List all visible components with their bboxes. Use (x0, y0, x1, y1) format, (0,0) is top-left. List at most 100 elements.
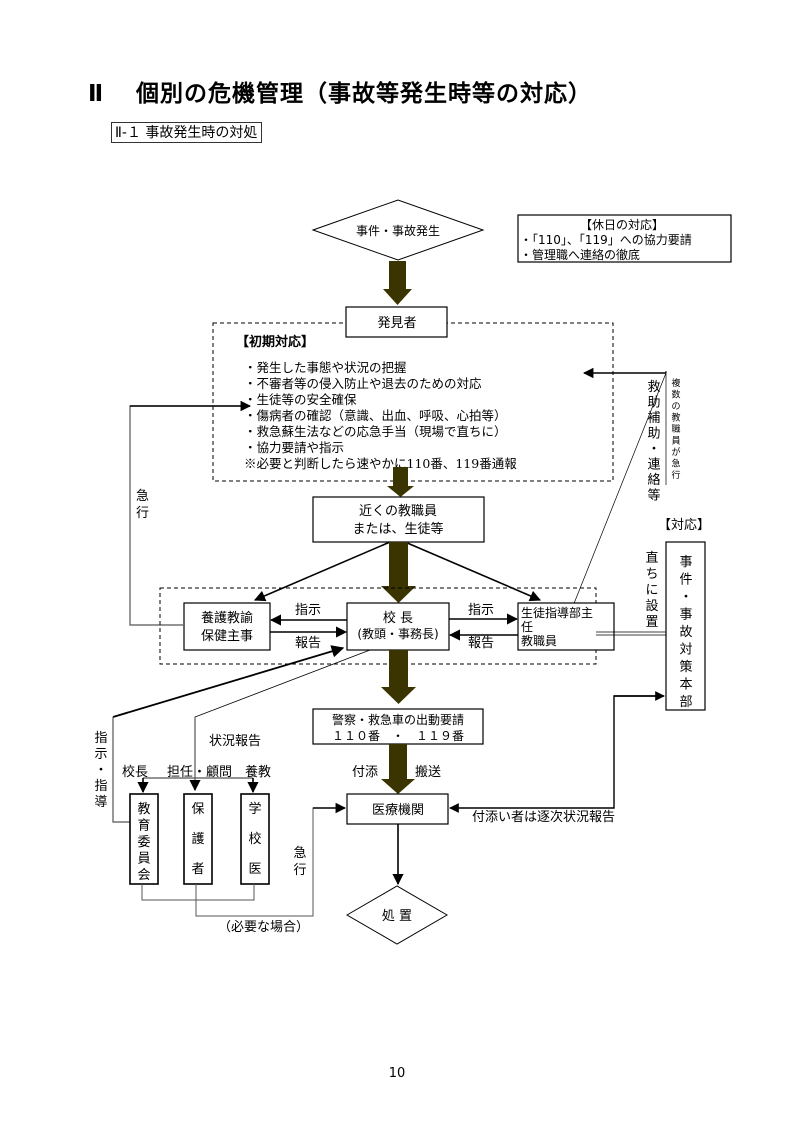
initial-item: ・不審者等の侵入防止や退去のための対応 (244, 376, 482, 391)
initial-item: ・協力要請や指示 (244, 440, 344, 455)
vertical-char: 補 (647, 411, 660, 426)
holiday-item: ・「110」、「119」への協力要請 (520, 232, 692, 247)
vertical-char: 数 (671, 389, 680, 401)
contact-label-nurse: 養教 (245, 764, 271, 780)
school-doctor-box (240, 793, 270, 885)
rescue-line-diagonal (572, 372, 667, 607)
vertical-char: 事 (679, 555, 692, 570)
vertical-char: 連 (647, 458, 660, 473)
vertical-char: 本 (679, 678, 692, 693)
vertical-char: 策 (679, 659, 692, 675)
vertical-char: の (671, 402, 680, 412)
vertical-char: 置 (645, 615, 658, 630)
vertical-char: 員 (137, 852, 150, 867)
vertical-char: 育 (137, 818, 150, 834)
police-request-box: 警察・救急車の出動要請 １１０番 ・ １１９番 (312, 708, 484, 745)
start-label: 事件・事故発生 (356, 223, 440, 238)
thick-arrow (381, 542, 416, 603)
vertical-char: 示 (94, 747, 107, 762)
vertical-char: が (671, 446, 680, 458)
thick-arrow (383, 261, 412, 305)
treatment-node: 処 置 (346, 885, 448, 945)
guardian-label: 保護者 (191, 802, 204, 877)
school-doctor-label: 学校医 (248, 801, 261, 877)
instruct-label-right: 指示 (468, 603, 494, 618)
vertical-char: 職 (671, 424, 680, 435)
vertical-char: 絡 (647, 472, 660, 488)
vertical-char: 保 (191, 802, 204, 817)
vertical-char: 複 (671, 377, 680, 389)
treatment-label: 処 置 (382, 909, 412, 924)
guidance-label: 任 (521, 620, 533, 634)
rush-left-label-1: 急 (136, 489, 149, 504)
discoverer-label: 発見者 (377, 316, 416, 331)
vertical-char: 委 (137, 835, 150, 850)
response-label: 【対応】 (658, 518, 710, 533)
vertical-char: 校 (248, 831, 261, 847)
thick-arrow (381, 744, 415, 794)
guidance-label: 生徒指導部主 (521, 605, 593, 620)
accompany-label: 付添 (352, 765, 378, 780)
vertical-char: 急 (293, 846, 306, 861)
nearby-label: 近くの教職員 (359, 503, 437, 519)
nurse-label: 保健主事 (201, 629, 253, 644)
contact-label-homeroom: 担任・顧問 (167, 765, 232, 780)
status-report-label: 状況報告 (209, 734, 261, 749)
initial-item: ・救急蘇生法などの応急手当（現場で直ちに） (244, 424, 507, 439)
discoverer-box: 発見者 (345, 306, 448, 338)
guidance-box: 生徒指導部主 任 教職員 (517, 602, 615, 651)
vertical-char: 教 (671, 412, 680, 424)
nearby-staff-box: 近くの教職員 または、生徒等 (312, 496, 485, 543)
vertical-char: 部 (679, 695, 692, 710)
vertical-char: ・ (647, 442, 660, 457)
vertical-char: 等 (647, 488, 660, 504)
holiday-title: 【休日の対応】 (580, 218, 664, 232)
vertical-char: 指 (94, 731, 107, 746)
guidance-label: 教職員 (521, 633, 557, 648)
vertical-char: 故 (679, 625, 692, 640)
thick-arrow (387, 467, 414, 497)
instruct-label-left: 指示 (295, 603, 321, 618)
vertical-char: 会 (137, 868, 150, 883)
vertical-char: 急 (671, 458, 680, 470)
rush-left-label-2: 行 (136, 506, 149, 521)
vertical-char: 救 (647, 379, 660, 395)
principal-to-guardian-line (194, 649, 371, 788)
vertical-char: 導 (94, 795, 107, 810)
police-label: １１０番 ・ １１９番 (332, 729, 464, 743)
hospital-label: 医療機関 (372, 803, 424, 818)
vertical-char: 学 (248, 801, 261, 817)
vertical-char: 助 (647, 396, 660, 411)
nurse-box: 養護教諭 保健主事 (183, 602, 271, 651)
principal-label: (教頭・事務長) (357, 626, 438, 641)
status-report-hq-label: 付添い者は逐次状況報告 (472, 809, 615, 825)
board-to-principal-line (112, 645, 345, 718)
initial-items: ・発生した事態や状況の把握 ・不審者等の侵入防止や退去のための対応 ・生徒等の安… (244, 360, 517, 471)
vertical-char: に (645, 583, 658, 598)
nearby-label: または、生徒等 (352, 521, 443, 537)
nurse-label: 養護教諭 (201, 610, 253, 626)
vertical-char: 員 (671, 436, 680, 447)
vertical-char: 対 (679, 643, 692, 658)
board-box (129, 793, 159, 885)
report-label-right: 報告 (468, 636, 494, 651)
if-needed-label: （必要な場合） (218, 920, 309, 935)
vertical-char: 設 (645, 598, 658, 614)
vertical-char: 医 (248, 862, 261, 877)
rush-bottom-label: 急行 (293, 846, 306, 878)
contact-label-principal: 校長 (122, 764, 148, 780)
vertical-char: 件 (679, 573, 692, 588)
initial-title: 【初期対応】 (236, 334, 314, 350)
initial-item: ・発生した事態や状況の把握 (244, 360, 407, 375)
hq-box (665, 541, 706, 711)
vertical-char: 者 (191, 862, 204, 877)
instruct-guidance-label: 指示・指導 (94, 731, 107, 810)
vertical-char: 事 (679, 608, 692, 623)
